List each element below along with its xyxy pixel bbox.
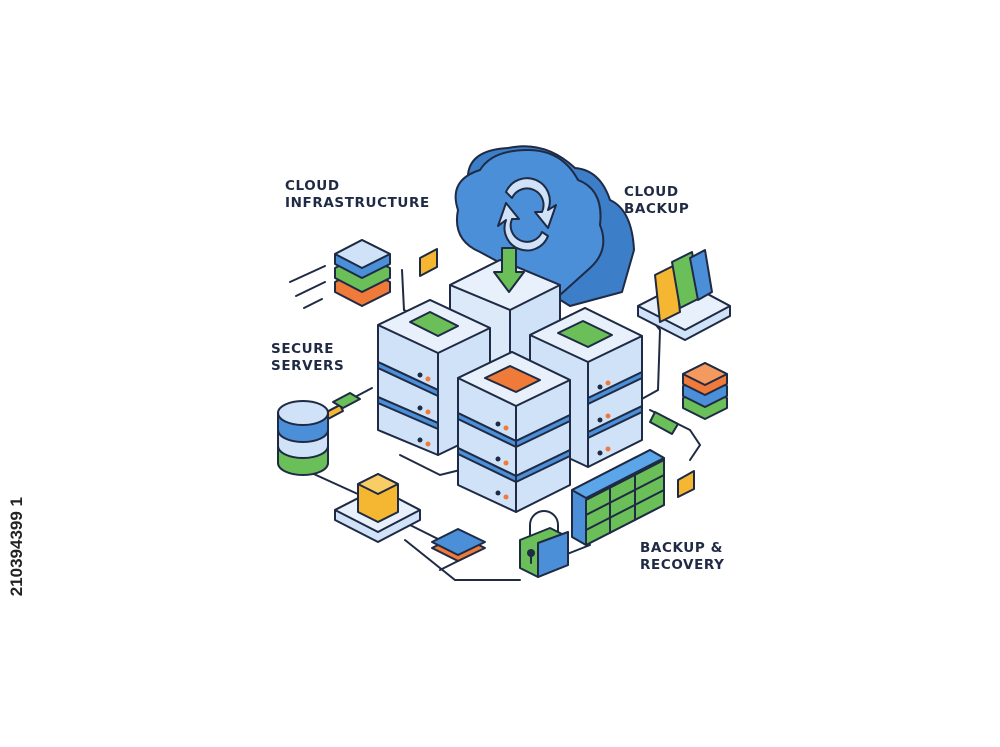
label-line: SERVERS	[271, 358, 345, 374]
firewall-icon	[571, 449, 665, 546]
server-rack-center	[457, 351, 571, 513]
layers-stack-icon	[289, 239, 391, 309]
database-icon	[277, 400, 329, 476]
padlock-icon	[519, 510, 569, 578]
label-line: RECOVERY	[640, 557, 725, 573]
label-cloud-backup: CLOUD BACKUP	[624, 184, 689, 218]
tile-stack-icon	[431, 528, 486, 562]
label-backup-recovery: BACKUP & RECOVERY	[640, 540, 725, 574]
stock-id: 210394399 1	[4, 497, 34, 727]
label-line: BACKUP &	[640, 540, 723, 556]
stock-id-text: 210394399 1	[7, 497, 26, 597]
storage-box-icon	[334, 473, 421, 543]
label-line: INFRASTRUCTURE	[285, 195, 430, 211]
label-line: BACKUP	[624, 201, 690, 217]
file-stack-icon	[637, 249, 731, 341]
label-line: CLOUD	[285, 178, 340, 194]
label-secure-servers: SECURE SERVERS	[271, 341, 344, 375]
label-line: SECURE	[271, 341, 335, 357]
label-cloud-infrastructure: CLOUD INFRASTRUCTURE	[285, 178, 430, 212]
label-line: CLOUD	[624, 184, 679, 200]
layers-icon	[682, 362, 728, 420]
